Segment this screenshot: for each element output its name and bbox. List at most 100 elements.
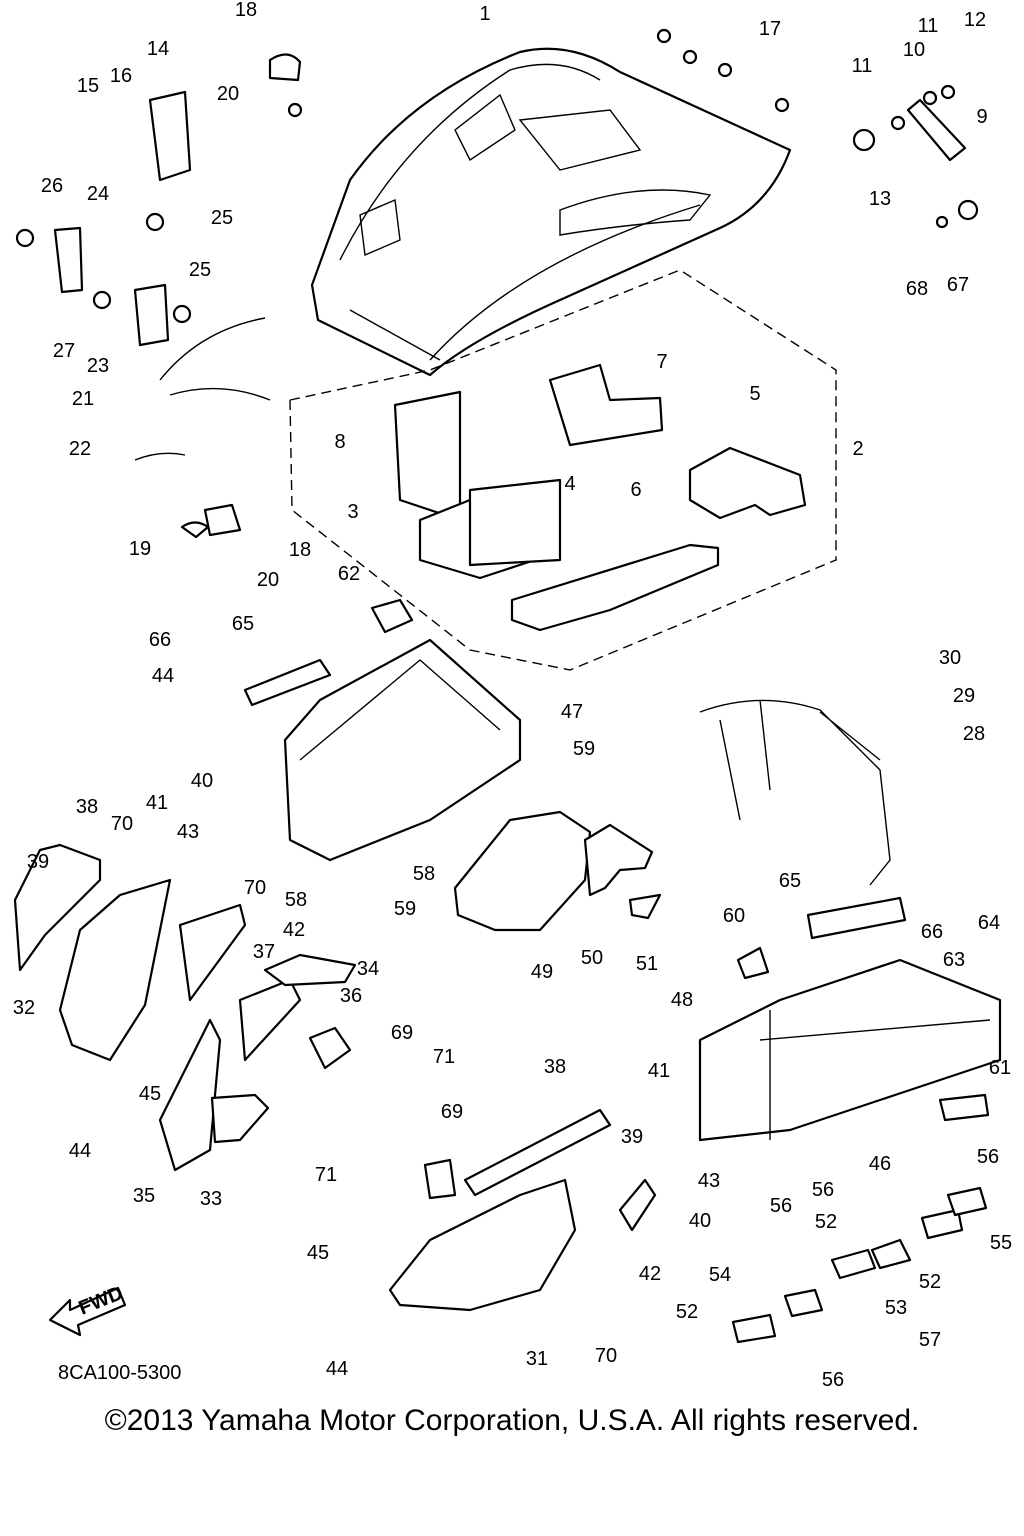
hood-part	[310, 47, 792, 377]
callout-70: 70	[595, 1345, 617, 1367]
lower-panel-part	[388, 1178, 577, 1312]
callout-68: 68	[906, 278, 928, 300]
callout-59: 59	[394, 898, 416, 920]
callout-55: 55	[990, 1232, 1012, 1254]
callout-10: 10	[903, 39, 925, 61]
callout-43: 43	[698, 1170, 720, 1192]
callout-66: 66	[149, 629, 171, 651]
callout-34: 34	[357, 958, 379, 980]
callout-7: 7	[656, 351, 667, 373]
callout-66: 66	[921, 921, 943, 943]
callout-35: 35	[133, 1185, 155, 1207]
callout-52: 52	[919, 1271, 941, 1293]
callout-44: 44	[69, 1140, 91, 1162]
callout-45: 45	[307, 1242, 329, 1264]
callout-28: 28	[963, 723, 985, 745]
diagram-code: 8CA100-5300	[58, 1362, 182, 1384]
callout-56: 56	[977, 1146, 999, 1168]
callout-63: 63	[943, 949, 965, 971]
callout-48: 48	[671, 989, 693, 1011]
frame-part	[699, 699, 891, 886]
callout-1: 1	[479, 3, 490, 25]
callout-13: 13	[869, 188, 891, 210]
callout-31: 31	[526, 1348, 548, 1370]
callout-53: 53	[885, 1297, 907, 1319]
callout-61: 61	[989, 1057, 1011, 1079]
pads-group	[393, 363, 807, 632]
callout-21: 21	[72, 388, 94, 410]
callout-3: 3	[347, 501, 358, 523]
callout-43: 43	[177, 821, 199, 843]
callout-29: 29	[953, 685, 975, 707]
callout-2: 2	[852, 438, 863, 460]
callout-41: 41	[146, 792, 168, 814]
callout-71: 71	[315, 1164, 337, 1186]
callout-45: 45	[139, 1083, 161, 1105]
callout-38: 38	[544, 1056, 566, 1078]
callout-22: 22	[69, 438, 91, 460]
callout-67: 67	[947, 274, 969, 296]
callout-40: 40	[689, 1210, 711, 1232]
callout-65: 65	[232, 613, 254, 635]
inner-panel-part	[283, 638, 522, 862]
callout-56: 56	[812, 1179, 834, 1201]
callout-12: 12	[964, 9, 986, 31]
callout-8: 8	[334, 431, 345, 453]
left-side-part	[58, 878, 172, 1062]
callout-18: 18	[289, 539, 311, 561]
callout-16: 16	[110, 65, 132, 87]
callout-19: 19	[129, 538, 151, 560]
callout-65: 65	[779, 870, 801, 892]
fastener-hardware	[731, 1186, 988, 1344]
callout-59: 59	[573, 738, 595, 760]
callout-49: 49	[531, 961, 553, 983]
callout-18: 18	[235, 0, 257, 21]
callout-41: 41	[648, 1060, 670, 1082]
callout-52: 52	[676, 1301, 698, 1323]
callout-26: 26	[41, 175, 63, 197]
right-side-part	[698, 958, 1002, 1142]
callout-23: 23	[87, 355, 109, 377]
callout-60: 60	[723, 905, 745, 927]
callout-42: 42	[639, 1263, 661, 1285]
callout-25: 25	[189, 259, 211, 281]
callout-24: 24	[87, 183, 109, 205]
callout-20: 20	[217, 83, 239, 105]
hinge-hardware	[15, 53, 303, 539]
callout-36: 36	[340, 985, 362, 1007]
callout-17: 17	[759, 18, 781, 40]
fwd-arrow-icon: FWD	[48, 1282, 126, 1337]
callout-56: 56	[822, 1369, 844, 1391]
callout-4: 4	[564, 473, 575, 495]
callout-5: 5	[749, 383, 760, 405]
callout-70: 70	[111, 813, 133, 835]
callout-52: 52	[815, 1211, 837, 1233]
callout-15: 15	[77, 75, 99, 97]
callout-20: 20	[257, 569, 279, 591]
callout-44: 44	[326, 1358, 348, 1380]
callout-69: 69	[391, 1022, 413, 1044]
callout-62: 62	[338, 563, 360, 585]
callout-64: 64	[978, 912, 1000, 934]
callout-70: 70	[244, 877, 266, 899]
callout-30: 30	[939, 647, 961, 669]
copyright-notice: ©2013 Yamaha Motor Corporation, U.S.A. A…	[104, 1404, 920, 1437]
callout-6: 6	[630, 479, 641, 501]
callout-38: 38	[76, 796, 98, 818]
callout-11: 11	[918, 15, 939, 37]
callout-39: 39	[621, 1126, 643, 1148]
callout-58: 58	[285, 889, 307, 911]
callout-69: 69	[441, 1101, 463, 1123]
callout-47: 47	[561, 701, 583, 723]
callout-42: 42	[283, 919, 305, 941]
callout-51: 51	[636, 953, 658, 975]
callout-54: 54	[709, 1264, 731, 1286]
callout-71: 71	[433, 1046, 455, 1068]
callout-44: 44	[152, 665, 174, 687]
callout-11: 11	[852, 55, 873, 77]
callout-56: 56	[770, 1195, 792, 1217]
callout-32: 32	[13, 997, 35, 1019]
callout-58: 58	[413, 863, 435, 885]
